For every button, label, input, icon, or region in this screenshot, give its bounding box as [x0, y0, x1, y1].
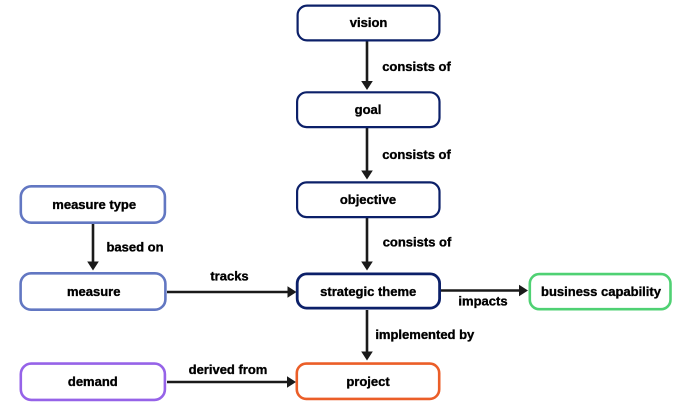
svg-text:goal: goal: [355, 102, 382, 117]
svg-text:measure type: measure type: [52, 197, 136, 212]
svg-text:demand: demand: [68, 374, 118, 389]
svg-text:business capability: business capability: [541, 284, 662, 299]
svg-text:measure: measure: [67, 284, 120, 299]
svg-text:tracks: tracks: [210, 269, 248, 284]
svg-text:consists of: consists of: [382, 59, 451, 74]
svg-text:based on: based on: [106, 240, 163, 255]
svg-text:implemented by: implemented by: [375, 327, 475, 342]
svg-text:consists of: consists of: [382, 147, 451, 162]
svg-text:derived from: derived from: [189, 362, 268, 377]
svg-text:impacts: impacts: [458, 294, 507, 309]
svg-text:vision: vision: [350, 15, 388, 30]
svg-text:strategic theme: strategic theme: [320, 284, 416, 299]
svg-text:objective: objective: [340, 192, 396, 207]
svg-text:consists of: consists of: [383, 235, 452, 250]
svg-text:project: project: [346, 374, 390, 389]
